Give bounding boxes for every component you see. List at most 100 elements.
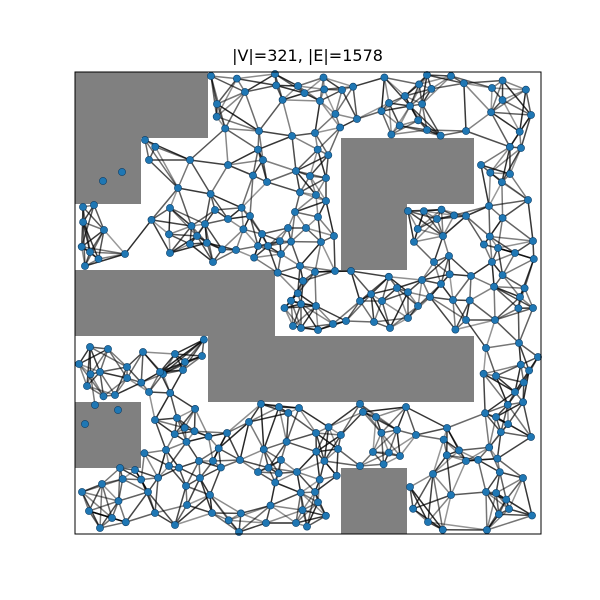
graph-node <box>224 516 233 525</box>
graph-edge <box>494 285 525 289</box>
graph-node <box>447 72 455 80</box>
graph-node <box>312 429 320 437</box>
graph-node <box>156 368 164 376</box>
graph-edge <box>204 223 223 250</box>
graph-edge <box>417 279 423 307</box>
graph-edge <box>101 483 120 502</box>
graph-node <box>98 480 106 488</box>
graph-node <box>419 207 428 215</box>
graph-edge <box>442 494 452 530</box>
graph-node <box>311 268 319 276</box>
graph-edge <box>236 73 276 80</box>
graph-edge <box>99 500 120 529</box>
graph-node <box>263 178 271 186</box>
graph-edge <box>484 412 502 433</box>
graph-node <box>380 73 389 82</box>
graph-edge <box>174 512 213 526</box>
graph-edge <box>103 377 128 397</box>
graph-edge <box>292 305 317 327</box>
obstacle-block <box>75 138 141 204</box>
graph-edge <box>486 508 510 531</box>
graph-edge <box>103 229 126 255</box>
graph-node <box>423 71 431 79</box>
graph-edge <box>432 449 460 475</box>
graph-edge <box>470 261 493 277</box>
graph-node <box>312 191 320 199</box>
graph-edge <box>380 432 385 465</box>
graph-edge <box>328 403 361 428</box>
graph-node <box>187 222 196 230</box>
graph-edge <box>508 477 524 510</box>
graph-edge <box>209 467 222 496</box>
graph-edge <box>254 253 282 259</box>
graph-edge <box>335 448 339 476</box>
graph-edge <box>488 205 491 237</box>
graph-edge <box>240 175 254 209</box>
graph-edge <box>210 193 242 209</box>
graph-node <box>313 145 322 154</box>
obstacle-layer <box>75 72 474 534</box>
graph-node <box>171 350 179 358</box>
graph-node <box>438 525 447 534</box>
graph-node <box>300 89 309 97</box>
graph-node <box>264 463 273 472</box>
graph-edge <box>489 146 511 174</box>
graph-edge <box>381 95 406 112</box>
graph-edge <box>388 102 393 135</box>
graph-edge <box>177 187 211 195</box>
graph-edge <box>494 319 520 344</box>
graph-node <box>439 435 448 444</box>
graph-edge <box>210 75 237 80</box>
graph-node <box>477 161 485 169</box>
graph-edge <box>465 215 485 245</box>
graph-edge <box>185 485 211 496</box>
graph-node <box>277 250 285 258</box>
graph-edge <box>384 76 420 86</box>
graph-node <box>482 488 490 496</box>
graph-node <box>462 212 470 220</box>
graph-edge <box>169 392 196 410</box>
graph-node <box>503 400 512 409</box>
graph-node <box>246 212 254 220</box>
graph-edge <box>216 91 246 118</box>
graph-edge <box>210 75 246 93</box>
graph-node <box>524 196 532 204</box>
graph-edge <box>267 245 279 273</box>
graph-edge <box>518 342 530 371</box>
graph-edge <box>168 207 171 235</box>
graph-node <box>118 168 126 176</box>
graph-edge <box>421 255 450 281</box>
graph-node <box>145 388 153 396</box>
graph-node <box>519 474 527 482</box>
graph-edge <box>495 375 509 406</box>
graph-edge <box>319 100 341 128</box>
graph-node <box>232 74 241 83</box>
graph-node <box>393 426 401 434</box>
graph-edge <box>300 305 317 329</box>
graph-edge <box>290 300 294 327</box>
graph-edge <box>168 233 198 237</box>
graph-edge <box>270 504 297 524</box>
graph-node <box>171 521 179 529</box>
graph-edge <box>415 427 448 436</box>
graph-node <box>180 423 189 432</box>
graph-node <box>123 374 131 382</box>
graph-node <box>418 100 426 108</box>
graph-edge <box>114 381 142 396</box>
graph-edge <box>446 412 486 429</box>
graph-node <box>306 172 314 180</box>
graph-edge <box>296 451 317 473</box>
graph-edge <box>488 423 509 448</box>
graph-edge <box>458 446 490 452</box>
graph-edge <box>236 77 277 87</box>
graph-node <box>385 99 393 107</box>
graph-node <box>182 437 191 446</box>
graph-edge <box>314 241 322 273</box>
graph-node <box>413 225 422 233</box>
graph-node <box>414 302 422 310</box>
graph-edge <box>490 80 504 113</box>
graph-edge <box>299 177 327 193</box>
graph-node <box>81 420 89 428</box>
graph-node <box>275 237 284 245</box>
graph-edge <box>480 164 511 175</box>
